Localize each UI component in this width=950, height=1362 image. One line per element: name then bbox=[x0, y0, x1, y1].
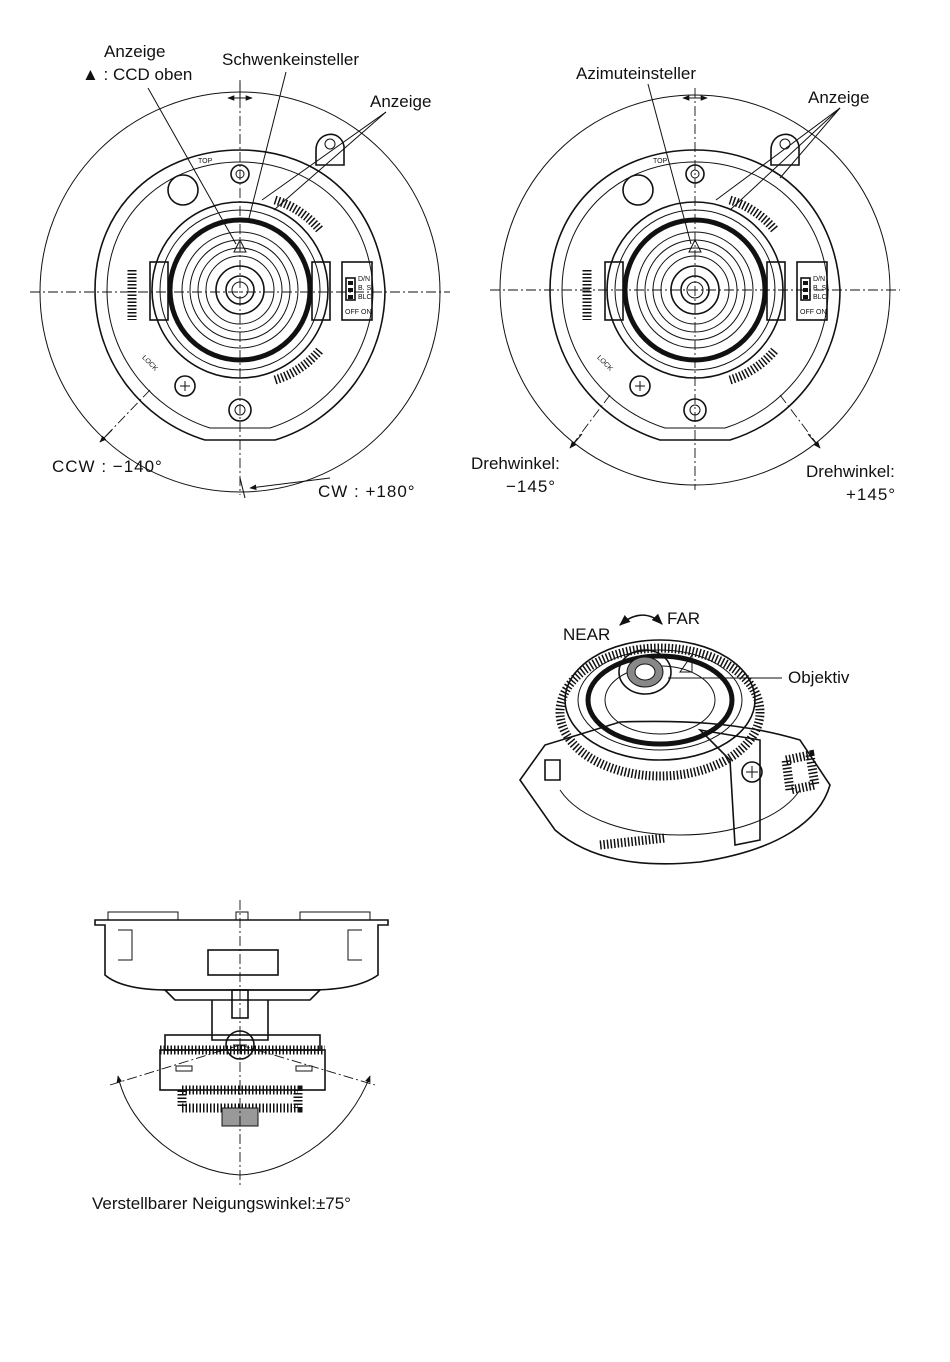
near-far-arrow bbox=[620, 615, 662, 625]
rotation-right-value: +145° bbox=[846, 485, 896, 505]
base-plate bbox=[95, 920, 388, 990]
switch-bs-label: B. S. bbox=[358, 285, 373, 292]
switch-off-label: OFF bbox=[345, 309, 359, 316]
ccw-limit-label: CCW : −140° bbox=[52, 457, 163, 477]
switch-dn-label: D/N bbox=[358, 276, 370, 283]
indicator-label: Anzeige bbox=[370, 92, 431, 112]
cw-limit-label: CW : +180° bbox=[318, 482, 416, 502]
switch-blc-label-2: BLC bbox=[813, 294, 827, 301]
top-mark: TOP bbox=[198, 158, 212, 165]
camera-top-view-azimuth bbox=[490, 84, 900, 490]
pan-adjuster-label: Schwenkeinsteller bbox=[222, 50, 359, 70]
top-mark-2: TOP bbox=[653, 158, 667, 165]
camera-top-view-pan bbox=[30, 72, 450, 498]
leader-indicator bbox=[148, 88, 236, 244]
lens-label: Objektiv bbox=[788, 668, 849, 688]
switch-on-label-2: ON bbox=[816, 309, 827, 316]
indicator-title-label: Anzeige bbox=[104, 42, 165, 62]
rotation-right-title: Drehwinkel: bbox=[806, 462, 895, 482]
switch-bs-label-2: B. S. bbox=[813, 285, 828, 292]
switch-dn-label-2: D/N bbox=[813, 276, 825, 283]
indicator-label-2: Anzeige bbox=[808, 88, 869, 108]
near-label: NEAR bbox=[563, 625, 610, 645]
switch-off-label-2: OFF bbox=[800, 309, 814, 316]
far-label: FAR bbox=[667, 609, 700, 629]
switch-on-label: ON bbox=[361, 309, 372, 316]
indicator-ccd-label: ▲ : CCD oben bbox=[82, 65, 192, 85]
rotation-left-title: Drehwinkel: bbox=[471, 454, 560, 474]
azimuth-adjuster-label: Azimuteinsteller bbox=[576, 64, 696, 84]
switch-blc-label: BLC bbox=[358, 294, 372, 301]
camera-side-view-tilt bbox=[95, 900, 388, 1185]
rotation-left-value: −145° bbox=[506, 477, 556, 497]
leader-indicator-2 bbox=[262, 112, 386, 200]
tilt-angle-label: Verstellbarer Neigungswinkel:±75° bbox=[92, 1194, 351, 1214]
camera-focus-view bbox=[520, 615, 830, 864]
